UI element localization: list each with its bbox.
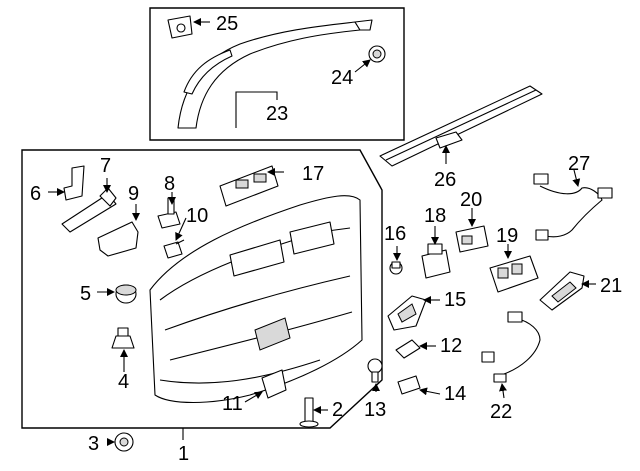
screw-13-part	[367, 358, 383, 383]
callout-26: 26	[434, 169, 456, 191]
belt-weatherstrip-part	[379, 85, 543, 167]
upper-trim-arch-part	[177, 19, 373, 129]
callout-11: 11	[222, 393, 243, 415]
callout-5: 5	[80, 283, 91, 305]
bolt-14-part	[397, 375, 421, 395]
push-pin-part	[368, 45, 386, 63]
screw-10-part	[163, 239, 185, 259]
clip-4-part	[111, 327, 135, 349]
wire-harness-22-part	[481, 311, 541, 383]
callout-21: 21	[600, 275, 622, 297]
weatherstrip-group-box	[149, 7, 405, 141]
callout-14: 14	[444, 383, 466, 405]
wire-harness-27-part	[533, 173, 613, 241]
callout-15: 15	[444, 289, 466, 311]
callout-25: 25	[216, 13, 238, 35]
handle-bezel-15-part	[387, 295, 427, 331]
callout-1: 1	[178, 443, 189, 465]
callout-17: 17	[302, 163, 324, 185]
door-trim-panel-part	[149, 195, 363, 404]
callout-9: 9	[128, 183, 139, 205]
callout-8: 8	[164, 173, 175, 195]
bracket-9-part	[97, 221, 139, 257]
callout-12: 12	[440, 335, 462, 357]
window-switch-19-part	[489, 255, 539, 293]
callout-3: 3	[88, 433, 99, 455]
callout-7: 7	[100, 155, 111, 177]
switch-18-part	[421, 243, 451, 279]
callout-23: 23	[266, 103, 288, 125]
callout-13: 13	[364, 399, 386, 421]
callout-6: 6	[30, 183, 41, 205]
nut-3-part	[114, 432, 134, 452]
callout-19: 19	[496, 225, 518, 247]
callout-4: 4	[118, 371, 129, 393]
callout-22: 22	[490, 401, 512, 423]
trim-panel-group-box	[21, 149, 383, 429]
handle-21-part	[539, 271, 585, 311]
clip-16-part	[389, 261, 403, 275]
callout-2: 2	[332, 399, 343, 421]
callout-18: 18	[424, 205, 446, 227]
trim-clip-part	[167, 15, 193, 39]
callout-27: 27	[568, 153, 590, 175]
callout-24: 24	[331, 67, 353, 89]
bracket-6-part	[63, 165, 85, 201]
bolt-8-part	[157, 197, 181, 229]
callout-20: 20	[460, 189, 482, 211]
bumper-5-part	[115, 284, 137, 304]
callout-10: 10	[186, 205, 208, 227]
clip-11-part	[261, 369, 287, 399]
switch-bezel-17-part	[219, 165, 279, 207]
pin-2-part	[299, 397, 319, 428]
bracket-12-part	[395, 339, 421, 359]
switch-20-part	[455, 225, 489, 253]
callout-16: 16	[384, 223, 406, 245]
